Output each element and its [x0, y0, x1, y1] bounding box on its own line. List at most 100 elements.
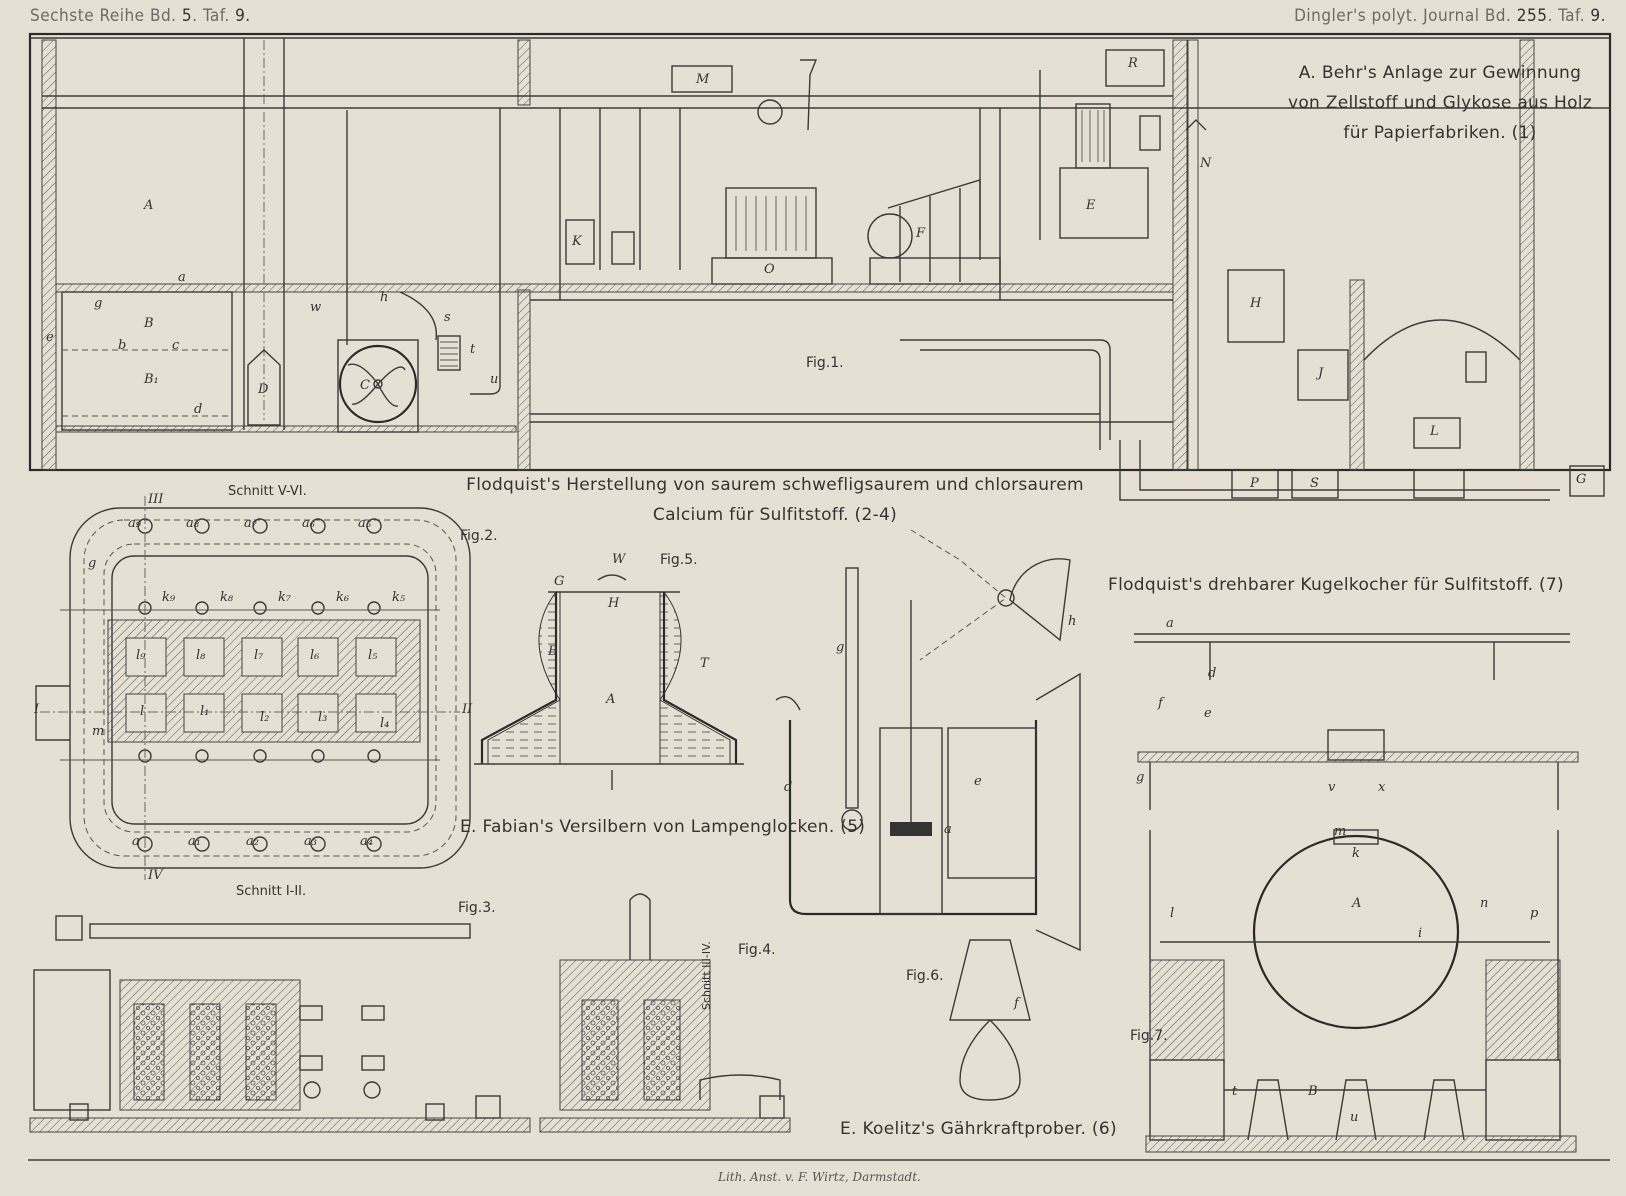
fig1-letter: S — [1310, 476, 1319, 491]
fig2-letter: l₆ — [310, 648, 320, 663]
header-left-prefix: Sechste Reihe Bd. — [30, 6, 177, 26]
fig7-letter: d — [1208, 666, 1217, 681]
fig2-letter: l₂ — [260, 710, 270, 725]
fig1-letter: u — [490, 372, 499, 387]
fig1-letter: B — [144, 316, 154, 331]
fig1-letter: N — [1200, 156, 1212, 171]
fig1-letter: A — [144, 198, 154, 213]
fig2-letter: k₇ — [278, 590, 292, 605]
fig2-letter: IV — [148, 868, 163, 883]
fig2-letter: a₂ — [246, 834, 259, 849]
fig7-letter: B — [1308, 1084, 1318, 1099]
fig1-letter: K — [572, 234, 582, 249]
fig6-letter: f — [1014, 996, 1019, 1011]
fabian-title: E. Fabian's Versilbern von Lampenglocken… — [460, 817, 866, 837]
fig5-letter: H — [608, 596, 620, 611]
header-right-volume: 255 — [1516, 6, 1548, 26]
fig1-letter: D — [258, 382, 269, 397]
fig7-letter: g — [1136, 770, 1145, 785]
fig7-letter: m — [1334, 824, 1347, 839]
fig2-letter: l₉ — [136, 648, 146, 663]
fig5-letter: T — [700, 656, 709, 671]
fig1-letter: G — [1576, 472, 1587, 487]
fig2-letter: g — [88, 556, 97, 571]
fig3-label: Fig.3. — [458, 900, 496, 916]
fig2-letter: a₁ — [188, 834, 201, 849]
fig6-letter: e — [974, 774, 982, 789]
fig1-letter: L — [1430, 424, 1439, 439]
fig3-section-i-ii — [29, 915, 531, 1133]
lithographer-imprint: Lith. Anst. v. F. Wirtz, Darmstadt. — [718, 1170, 921, 1184]
fig1-label: Fig.1. — [806, 355, 844, 371]
fig5-letter: A — [606, 692, 616, 707]
fig2-letter: a₃ — [304, 834, 317, 849]
behr-title: A. Behr's Anlage zur Gewinnung von Zells… — [1270, 58, 1610, 148]
fig2-letter: k₆ — [336, 590, 350, 605]
flodquist-title: Flodquist's Herstellung von saurem schwe… — [450, 470, 1100, 530]
header-left-plate: 9. — [235, 6, 251, 26]
fig2-letter: l₈ — [196, 648, 206, 663]
fig1-letter: M — [696, 72, 710, 87]
header-right-plate: 9. — [1590, 6, 1606, 26]
fig1-letter: P — [1250, 476, 1259, 491]
fig2-letter: a₅ — [358, 516, 371, 531]
header-left-volume: 5 — [181, 6, 193, 26]
fig2-letter: k₅ — [392, 590, 406, 605]
header-left-plate-prefix: . Taf. — [192, 6, 230, 26]
fig2-letter: a₆ — [302, 516, 315, 531]
fig2-letter: l — [140, 704, 145, 719]
header-left: Sechste Reihe Bd. 5. Taf. 9. — [30, 6, 251, 26]
fig4-label: Fig.4. — [738, 942, 776, 958]
fig7-letter: t — [1232, 1084, 1238, 1099]
fig6-letter: h — [1068, 614, 1077, 629]
koelitz-title: E. Koelitz's Gährkraftprober. (6) — [840, 1119, 1117, 1139]
fig7-letter: f — [1158, 696, 1163, 711]
fig4-section-iii-iv — [475, 893, 791, 1133]
fig2-letter: a₄ — [360, 834, 373, 849]
fig1-letter: d — [194, 402, 203, 417]
fig1-letter: J — [1318, 366, 1324, 381]
fig7-letter: u — [1350, 1110, 1359, 1125]
fig7-letter: A — [1352, 896, 1362, 911]
behr-title-line1: A. Behr's Anlage zur Gewinnung — [1298, 63, 1582, 83]
kugelkocher-title: Flodquist's drehbarer Kugelkocher für Su… — [1108, 575, 1564, 595]
fig7-letter: k — [1352, 846, 1360, 861]
fig1-letter: R — [1128, 56, 1138, 71]
fig6-label: Fig.6. — [906, 968, 944, 984]
fig2-letter: l₅ — [368, 648, 378, 663]
fig6-letter: g — [836, 640, 845, 655]
fig2-plan-view — [35, 496, 471, 880]
fig1-letter: g — [94, 296, 103, 311]
fig2-letter: a₈ — [186, 516, 199, 531]
fig2-letter: III — [148, 492, 164, 507]
fig5-letter: W — [612, 552, 626, 567]
fig2-letter: l₁ — [200, 704, 210, 719]
fig7-letter: p — [1530, 906, 1539, 921]
fig7-letter: i — [1418, 926, 1423, 941]
fig1-letter: F — [916, 226, 926, 241]
fig2-letter: m — [92, 724, 105, 739]
fig7-letter: n — [1480, 896, 1489, 911]
fig7-label: Fig.7. — [1130, 1028, 1168, 1044]
fig6-fermentation-tester — [775, 529, 1081, 1101]
fig2-letter: a₉ — [128, 516, 141, 531]
fig7-letter: a — [1166, 616, 1174, 631]
behr-title-line3: für Papierfabriken. (1) — [1343, 123, 1537, 143]
flodquist-title-line1: Flodquist's Herstellung von saurem schwe… — [466, 475, 1084, 495]
fig7-letter: v — [1328, 780, 1336, 795]
fig1-letter: t — [470, 342, 476, 357]
fig2-letter: II — [462, 702, 473, 717]
fig7-rotary-ball-digester — [1134, 633, 1579, 1153]
schnitt-iii-iv-label: Schnitt III-IV. — [700, 941, 713, 1010]
fig5-letter: B — [548, 644, 558, 659]
fig1-letter: w — [310, 300, 322, 315]
header-right-prefix: Dingler's polyt. Journal Bd. — [1294, 6, 1512, 26]
fig7-letter: l — [1170, 906, 1175, 921]
fig2-letter: I — [34, 702, 40, 717]
fig1-letter: C — [360, 378, 370, 393]
fig5-letter: G — [554, 574, 565, 589]
fig1-letter: c — [172, 338, 180, 353]
fig1-building-section — [28, 32, 1612, 501]
fig7-letter: e — [1204, 706, 1212, 721]
